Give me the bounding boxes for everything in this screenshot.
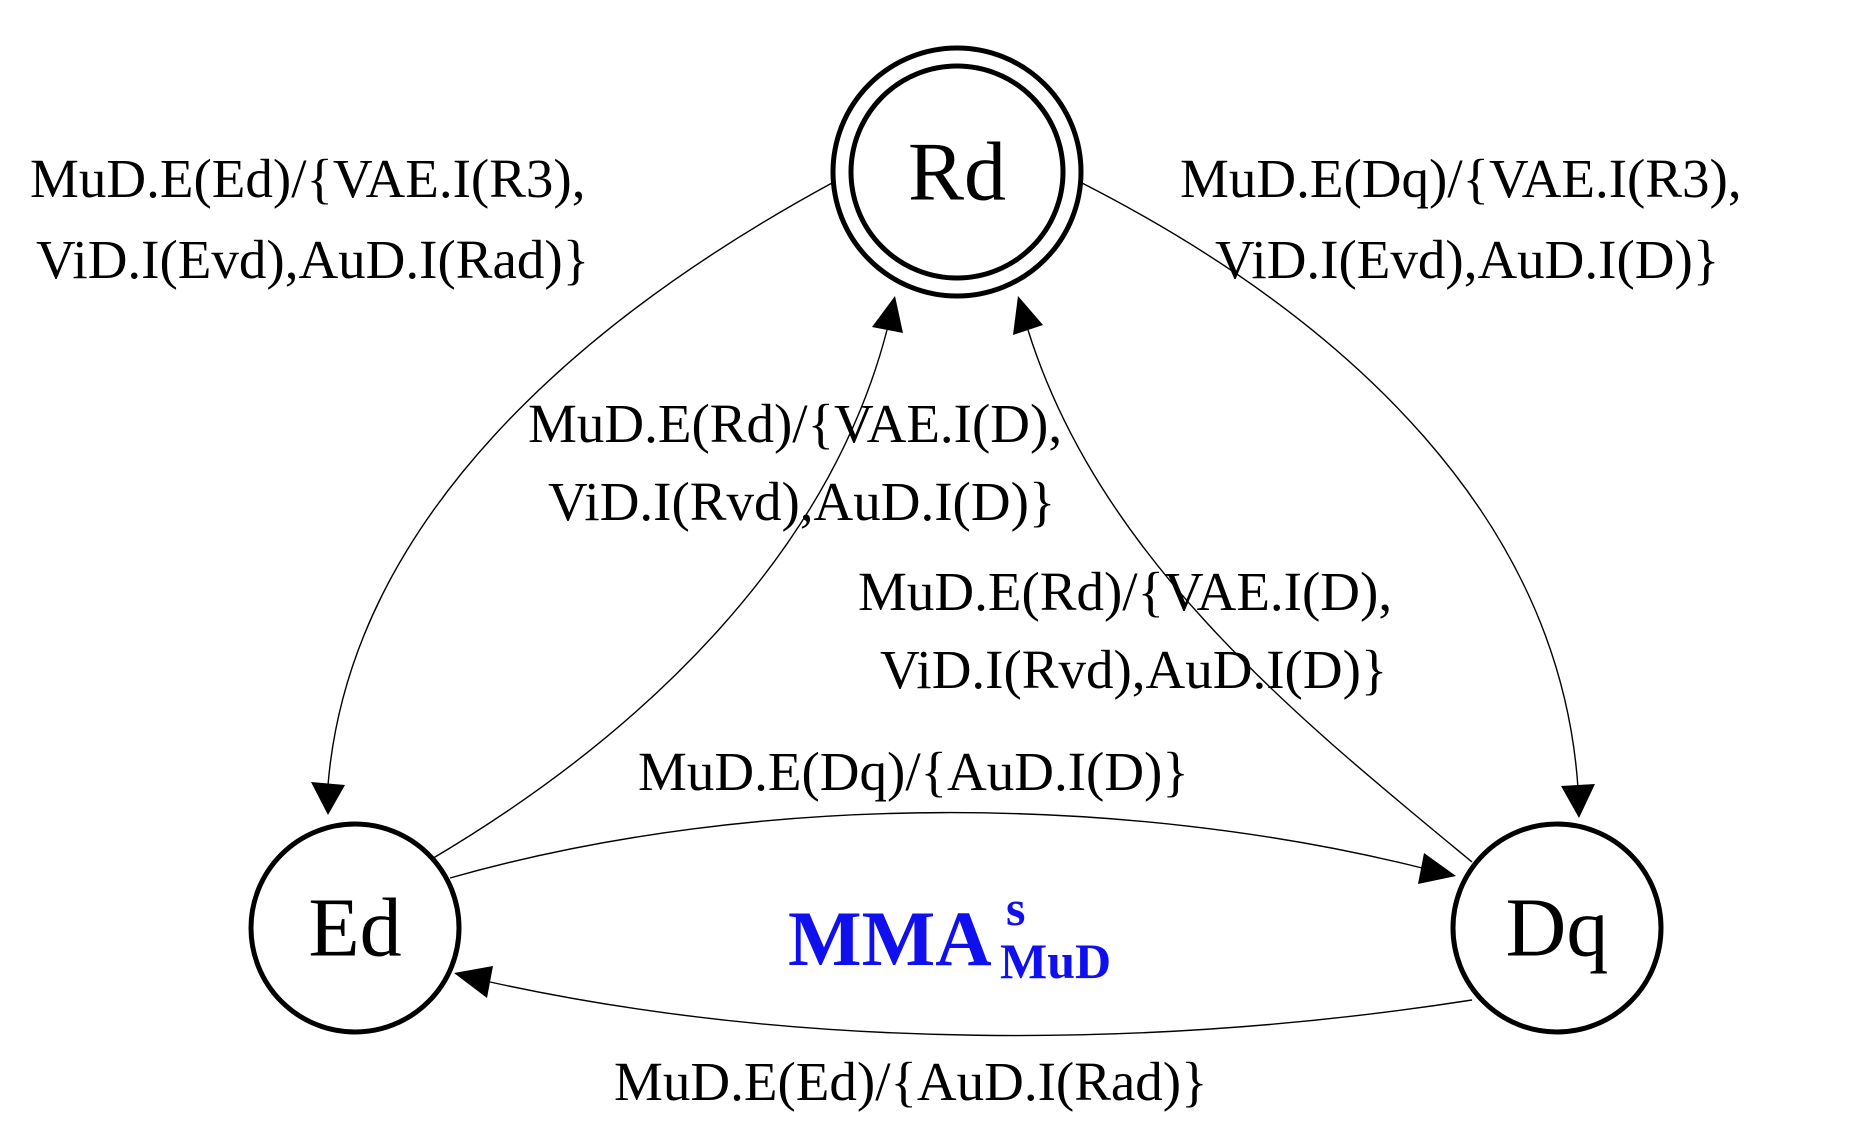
arrowhead-dq-to-rd xyxy=(1013,296,1043,335)
edge-dq-to-ed xyxy=(489,981,1473,1037)
arrowhead-ed-to-dq xyxy=(1418,853,1456,884)
label-dq-to-rd-line2: ViD.I(Rvd),AuD.I(D)} xyxy=(880,639,1387,700)
arrowhead-rd-to-dq xyxy=(1561,784,1595,818)
edge-ed-to-rd xyxy=(429,329,888,861)
title-subscript: MuD xyxy=(1000,933,1111,989)
label-ed-to-rd-line1: MuD.E(Rd)/{VAE.I(D), xyxy=(528,393,1062,454)
transition-edges xyxy=(311,182,1595,1037)
arrowhead-rd-to-ed xyxy=(311,782,345,815)
state-rd-label: Rd xyxy=(908,126,1006,219)
label-ed-to-rd-line2: ViD.I(Rvd),AuD.I(D)} xyxy=(548,471,1055,532)
state-ed-label: Ed xyxy=(308,882,401,975)
label-dq-to-rd-line1: MuD.E(Rd)/{VAE.I(D), xyxy=(858,561,1392,622)
state-dq-label: Dq xyxy=(1506,882,1609,975)
arrowhead-dq-to-ed xyxy=(454,966,493,998)
state-dq: Dq xyxy=(1450,821,1664,1035)
state-rd-outer-ring xyxy=(830,45,1084,299)
state-rd-accepting-ring xyxy=(848,63,1066,281)
label-ed-to-dq: MuD.E(Dq)/{AuD.I(D)} xyxy=(638,741,1189,802)
state-ed: Ed xyxy=(248,821,462,1035)
state-dq-ring xyxy=(1450,821,1664,1035)
state-ed-ring xyxy=(248,821,462,1035)
title-superscript: s xyxy=(1006,880,1025,936)
diagram-title: MMA s MuD xyxy=(788,880,1111,989)
edge-ed-to-dq xyxy=(449,811,1423,879)
label-rd-to-ed-line1: MuD.E(Ed)/{VAE.I(R3), xyxy=(30,148,585,209)
label-rd-to-dq-line2: ViD.I(Evd),AuD.I(D)} xyxy=(1215,229,1719,290)
edge-rd-to-ed xyxy=(327,182,833,786)
label-rd-to-dq-line1: MuD.E(Dq)/{VAE.I(R3), xyxy=(1180,148,1742,209)
label-dq-to-ed: MuD.E(Ed)/{AuD.I(Rad)} xyxy=(614,1051,1208,1112)
edge-rd-to-dq xyxy=(1081,182,1579,789)
state-rd: Rd xyxy=(830,45,1084,299)
label-rd-to-ed-line2: ViD.I(Evd),AuD.I(Rad)} xyxy=(36,229,589,290)
edge-dq-to-rd xyxy=(1027,329,1473,863)
transition-labels: MuD.E(Ed)/{VAE.I(R3), ViD.I(Evd),AuD.I(R… xyxy=(30,148,1742,1112)
arrowhead-ed-to-rd xyxy=(872,296,903,333)
title-main: MMA xyxy=(788,895,992,982)
